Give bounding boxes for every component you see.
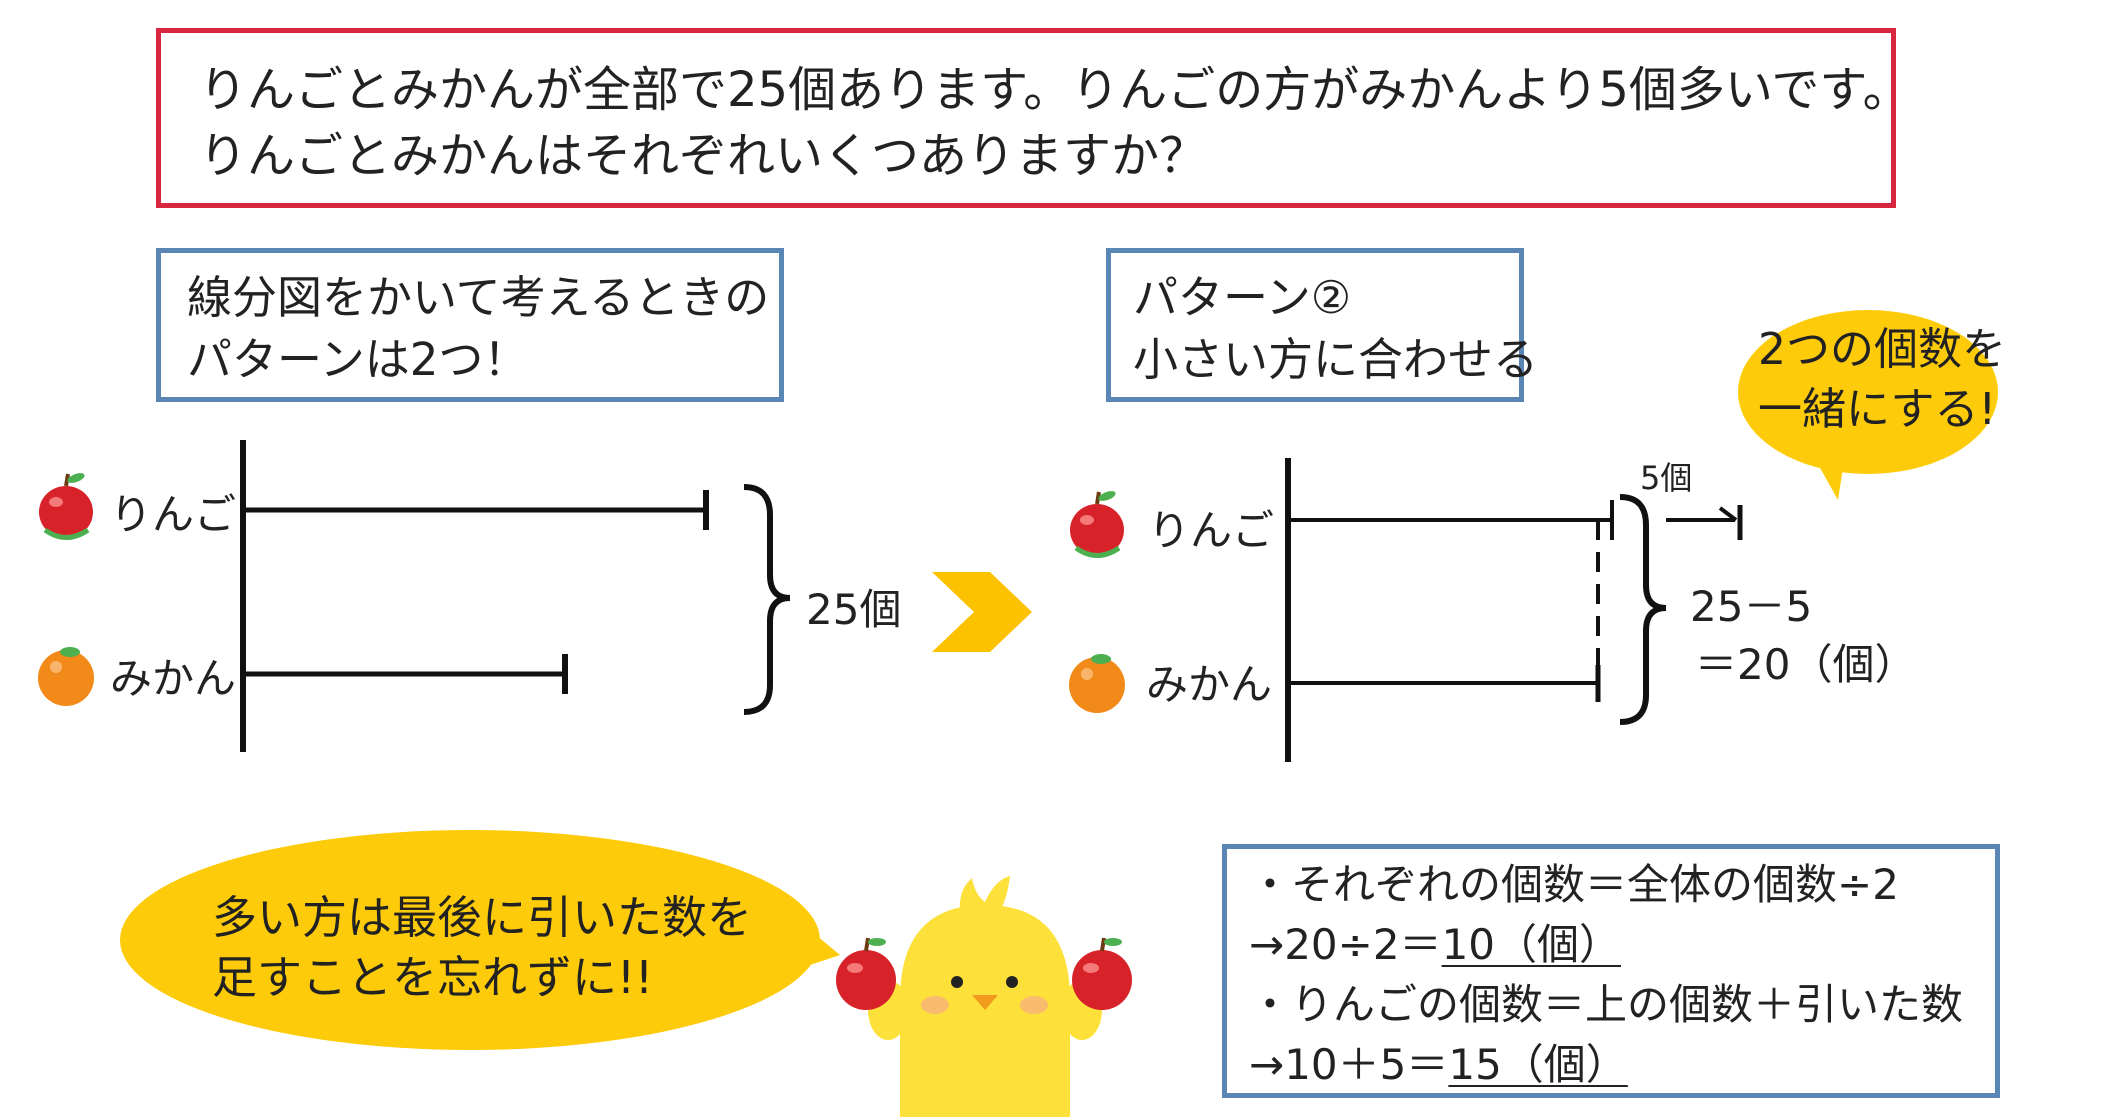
pattern-box: パターン② 小さい方に合わせる [1106, 248, 1538, 402]
right-apple-label: りんご [1148, 506, 1275, 555]
solution-line-4-prefix: →10＋5＝ [1249, 1040, 1449, 1089]
apple-icon [836, 937, 896, 1010]
intro-line-2: パターンは2つ！ [187, 333, 529, 386]
problem-box: りんごとみかんが全部で25個あります。りんごの方がみかんより5個多いです。 りん… [156, 28, 1911, 208]
left-orange-label: みかん [110, 654, 237, 703]
solution-line-2: →20÷2＝10（個） [1249, 915, 1621, 975]
speech-bottom-line-1: 多い方は最後に引いた数を [212, 891, 753, 944]
left-total-label: 25個 [806, 585, 902, 634]
apple-icon [39, 473, 93, 540]
solution-line-3: ・りんごの個数＝上の個数＋引いた数 [1249, 980, 1964, 1029]
problem-line-2: りんごとみかんはそれぞれいくつありますか？ [199, 128, 1208, 184]
speech-top-line-1: 2つの個数を [1758, 324, 2006, 375]
solution-answer-oranges: 10（個） [1441, 920, 1622, 969]
solution-line-2-prefix: →20÷2＝ [1249, 920, 1442, 969]
chick-mascot-icon [868, 876, 1102, 1117]
right-orange-label: みかん [1146, 660, 1273, 709]
speech-bubble-top [1738, 310, 1998, 500]
right-line-diagram [1285, 458, 1743, 762]
left-line-diagram [240, 440, 791, 752]
calc-line-1: 25－5 [1690, 582, 1813, 631]
speech-top-line-2: 一緒にする! [1758, 384, 1997, 435]
apple-icon [1072, 937, 1132, 1010]
left-apple-label: りんご [110, 490, 237, 539]
calc-line-2: ＝20（個） [1695, 640, 1917, 689]
orange-icon [38, 647, 94, 706]
solution-line-4: →10＋5＝15（個） [1249, 1035, 1628, 1095]
right-total-brace [1619, 494, 1667, 725]
solution-answer-apples: 15（個） [1448, 1040, 1628, 1089]
pattern-line-1: パターン② [1133, 271, 1352, 324]
speech-bottom-line-2: 足すことを忘れずに!! [212, 951, 654, 1004]
next-arrow-icon [932, 572, 1032, 652]
solution-line-1: ・それぞれの個数＝全体の個数÷2 [1249, 860, 1899, 909]
intro-line-1: 線分図をかいて考えるときの [187, 271, 770, 324]
pattern-line-2: 小さい方に合わせる [1133, 333, 1539, 386]
apple-icon [1070, 491, 1124, 558]
intro-box: 線分図をかいて考えるときの パターンは2つ！ [156, 248, 784, 402]
left-total-brace [743, 484, 791, 715]
solution-box: ・それぞれの個数＝全体の個数÷2 →20÷2＝10（個） ・りんごの個数＝上の個… [1222, 844, 2000, 1098]
problem-line-1: りんごとみかんが全部で25個あります。りんごの方がみかんより5個多いです。 [199, 62, 1911, 118]
orange-icon [1069, 654, 1125, 713]
diff-label: 5個 [1640, 459, 1693, 497]
speech-bubble-bottom [120, 830, 840, 1050]
diff-arrow-head [1718, 506, 1738, 522]
